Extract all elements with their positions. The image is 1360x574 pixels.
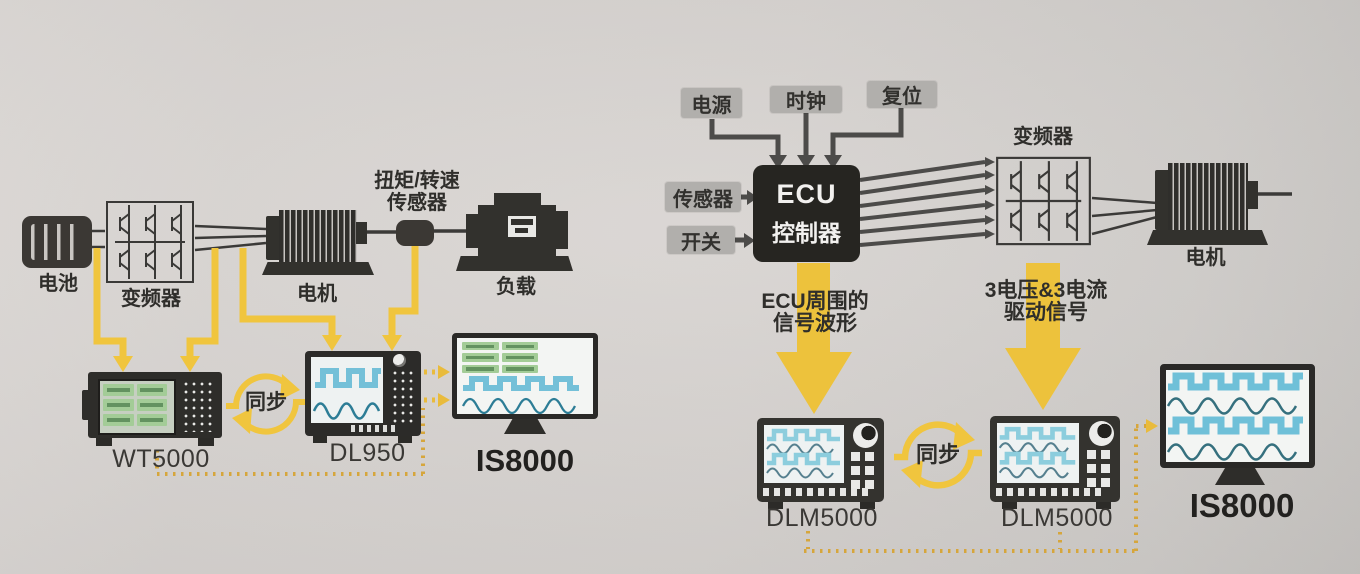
clock-box-label: 时钟 [786, 91, 826, 113]
battery-cells [31, 224, 83, 260]
ecu-label-line1: ECU [776, 179, 837, 209]
yellow-arrowheads-left [113, 335, 402, 372]
dotted-arrowhead-is8000 [1146, 419, 1158, 433]
dl950-label: DL950 [329, 439, 406, 467]
dlm1-button-panel [851, 452, 874, 489]
is8000-right-label: IS8000 [1189, 487, 1295, 524]
load-machine [456, 193, 573, 271]
wt5000-control-panel [180, 378, 216, 432]
arrow1-caption: ECU周围的 信号波形 [761, 290, 869, 335]
is8000-left-waveforms [461, 376, 579, 414]
battery-icon [22, 216, 92, 268]
inverter-left-label: 变频器 [121, 288, 181, 310]
motor-left-label: 电机 [297, 283, 337, 305]
dlm1-waveforms [766, 428, 840, 479]
reset-box-label: 复位 [882, 86, 922, 108]
dlm5000-1-label: DLM5000 [766, 504, 878, 532]
wt5000-readout-grid [103, 384, 167, 426]
dl950-waveforms [312, 368, 381, 420]
dlm2-waveforms [998, 426, 1076, 479]
dl950-control-panel [389, 367, 415, 425]
torque-sensor-label: 扭矩/转速 传感器 [374, 170, 460, 214]
power-input-box: 电源 [681, 88, 742, 118]
left-power-wires [92, 224, 468, 252]
ecu-controller-box: ECU 控制器 [753, 165, 860, 262]
is8000-readout-grid [462, 342, 538, 373]
dashed-link-arrowheads [438, 365, 450, 407]
reset-input-box: 复位 [867, 81, 937, 108]
switch-box-label: 开关 [681, 231, 721, 254]
dotted-path-left [155, 408, 425, 476]
motor-left [262, 208, 374, 276]
is8000-monitor-left [452, 333, 598, 419]
motor-right [1147, 162, 1268, 246]
is8000-monitor-right [1160, 364, 1315, 468]
is8000-left-label: IS8000 [475, 443, 575, 478]
wt5000-label: WT5000 [112, 445, 210, 473]
dlm2-button-panel [1087, 450, 1110, 487]
battery-label: 电池 [38, 273, 78, 295]
ecu-output-arrowheads [985, 157, 995, 239]
is8000-left-stand [504, 419, 546, 434]
ecu-label-line2: 控制器 [772, 220, 841, 246]
load-display [508, 216, 536, 237]
dotted-path-right [804, 424, 1146, 553]
wt5000-power-analyzer [82, 372, 222, 438]
dl950-knob [393, 354, 406, 367]
sync-icon-right [894, 421, 982, 489]
ecu-input-lines [709, 107, 904, 243]
inverter-right-label: 变频器 [1013, 126, 1073, 148]
inverter-circuit-right [995, 152, 1092, 255]
sensor-box-label: 传感器 [673, 188, 733, 211]
right-motor-wires [1091, 192, 1292, 236]
sync-label-left: 同步 [245, 391, 287, 414]
load-label: 负载 [496, 276, 536, 298]
dlm5000-scope-1 [757, 418, 884, 502]
clock-input-box: 时钟 [770, 86, 842, 113]
dlm5000-2-label: DLM5000 [1001, 504, 1113, 532]
dl950-scopecorder [305, 351, 421, 436]
dlm2-knob [1089, 421, 1114, 446]
yellow-tap-lines-left [93, 244, 419, 358]
dlm1-knob [853, 423, 878, 448]
power-box-label: 电源 [691, 94, 732, 117]
sensor-input-box: 传感器 [665, 182, 741, 212]
is8000-right-stand [1215, 468, 1265, 485]
ecu-output-lines [859, 160, 986, 247]
torque-speed-sensor [396, 220, 434, 246]
motor-right-label: 电机 [1185, 247, 1226, 269]
arrow2-caption: 3电压&3电流 驱动信号 [984, 279, 1108, 324]
ecu-input-arrowheads [744, 155, 842, 248]
dlm5000-scope-2 [990, 416, 1120, 502]
switch-input-box: 开关 [667, 226, 735, 254]
inverter-circuit-left [105, 200, 195, 289]
is8000-right-waveforms [1166, 372, 1303, 461]
sync-label-right: 同步 [915, 442, 960, 467]
big-yellow-arrows [776, 263, 1081, 414]
sync-icon-left [226, 373, 306, 435]
dashed-link-dl950-is8000 [424, 369, 438, 403]
